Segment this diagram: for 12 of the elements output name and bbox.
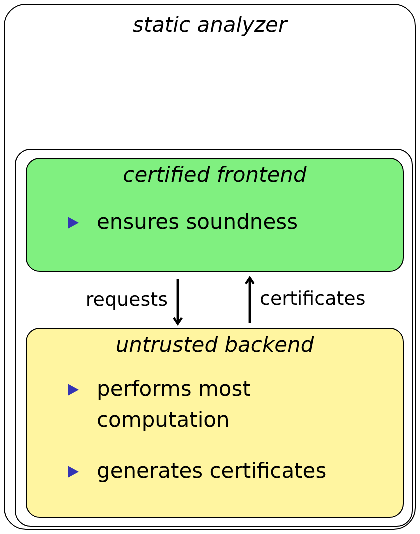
outer-container — [4, 4, 416, 530]
frontend-box — [26, 158, 404, 272]
box-heading: untrusted backend — [114, 333, 316, 357]
box-heading: certified frontend — [122, 163, 308, 187]
arrow — [244, 276, 256, 323]
box-heading: static analyzer — [132, 13, 290, 37]
bullet-text: generates certificates — [97, 458, 328, 485]
bullet-text: ensures soundness — [97, 209, 300, 236]
bullet-text: performs most computation — [97, 376, 252, 434]
arrow — [172, 279, 184, 326]
inner-container — [15, 149, 413, 527]
backend-box — [26, 328, 404, 518]
